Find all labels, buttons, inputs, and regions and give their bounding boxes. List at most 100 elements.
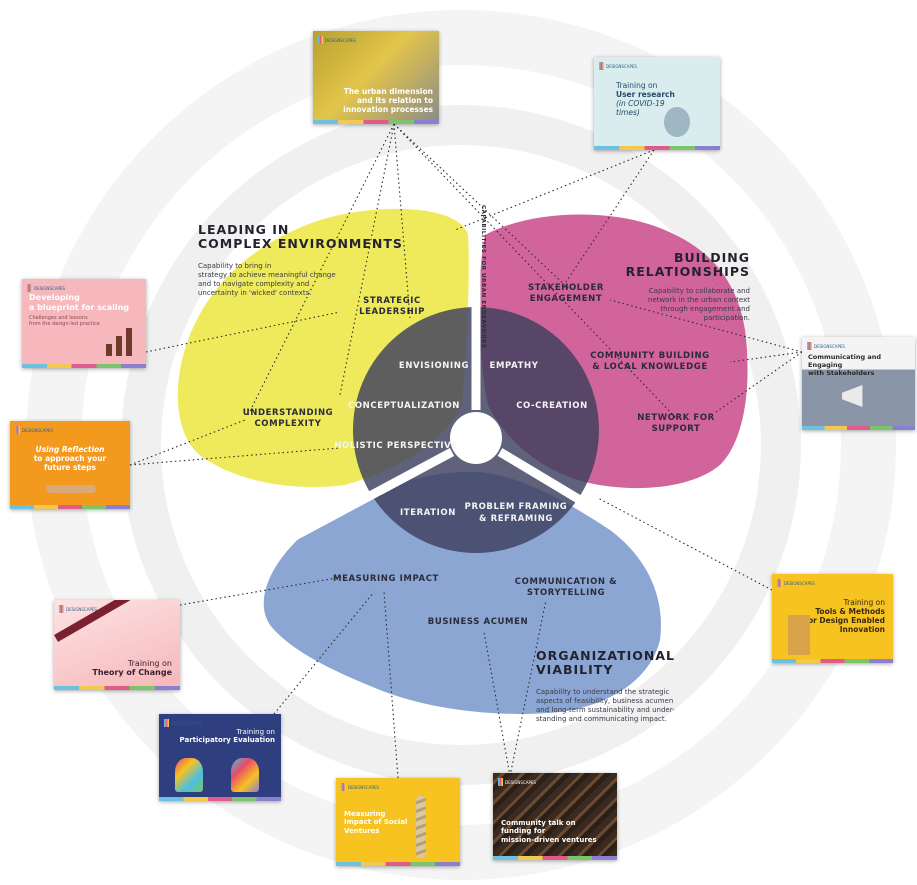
petal-viability-blue xyxy=(263,471,661,714)
relationships-cap-community-2: & LOCAL KNOWLEDGE xyxy=(592,362,707,372)
card-tools-methods[interactable]: DESIGNSCAPES Training on Tools & Methods… xyxy=(772,574,893,663)
card-logo: DESIGNSCAPES xyxy=(15,426,53,434)
leading-desc-2: strategy to achieve meaningful change xyxy=(198,271,336,279)
pointing-hand-icon xyxy=(46,485,96,493)
relationships-desc-4: participation. xyxy=(704,314,750,322)
leading-cap-complexity-1: UNDERSTANDING xyxy=(243,408,333,418)
core-conceptualization: CONCEPTUALIZATION xyxy=(348,401,460,411)
leading-desc-3: and to navigate complexity and xyxy=(198,280,309,288)
connector-participatory-measuring xyxy=(273,591,375,715)
leading-title-2: COMPLEX ENVIRONMENTS xyxy=(198,236,403,251)
connector-reflection-holistic xyxy=(129,447,341,466)
connector-theory-measuring xyxy=(179,576,343,606)
dna-helix-icon xyxy=(416,796,426,858)
leading-title-1: LEADING IN xyxy=(198,222,289,237)
relationships-title-2: RELATIONSHIPS xyxy=(626,264,750,279)
connector-stakeholders-community xyxy=(729,351,803,363)
viability-cap-communication-2: STORYTELLING xyxy=(527,588,605,598)
viability-desc-4: standing and communicating impact. xyxy=(536,715,667,723)
card-logo: DESIGNSCAPES xyxy=(807,342,845,350)
viability-cap-measuring: MEASURING IMPACT xyxy=(333,574,439,584)
card-logo: DESIGNSCAPES xyxy=(318,36,356,44)
relationships-desc-2: network in the urban context xyxy=(648,296,750,304)
viability-cap-communication-1: COMMUNICATION & xyxy=(515,577,617,587)
connector-urban-strategic xyxy=(393,123,411,319)
relationships-title-1: BUILDING xyxy=(674,250,750,265)
card-logo: DESIGNSCAPES xyxy=(498,778,536,786)
connector-blueprint-strategic xyxy=(145,311,341,353)
relationships-cap-community-1: COMMUNITY BUILDING xyxy=(590,351,710,361)
core-holistic: HOLISTIC PERSPECTIVE xyxy=(334,441,458,451)
viability-title-2: VIABILITY xyxy=(536,662,613,677)
connector-urban-network xyxy=(393,123,677,419)
core-iteration: ITERATION xyxy=(400,508,456,518)
relationships-desc-1: Capability to collaborate and xyxy=(649,287,750,295)
divider-right xyxy=(497,448,663,552)
connector-tools-framing xyxy=(597,497,773,591)
viability-desc-1: Capability to understand the strategic xyxy=(536,688,670,696)
painted-hand-icon xyxy=(231,758,259,792)
card-logo: DESIGNSCAPES xyxy=(164,719,202,727)
core-hub xyxy=(450,412,502,464)
viability-title-1: ORGANIZATIONAL xyxy=(536,648,675,663)
relationships-cap-stakeholder-1: STAKEHOLDER xyxy=(528,283,604,293)
connector-urban-stakeholder xyxy=(393,123,569,289)
vr-headset-icon xyxy=(664,107,690,137)
connector-community-business xyxy=(483,631,511,777)
leading-desc-1: Capability to bring in xyxy=(198,262,271,270)
viability-desc-3: and long-term sustainability and under- xyxy=(536,706,675,714)
card-logo: DESIGNSCAPES xyxy=(777,579,815,587)
wood-tool-icon xyxy=(788,615,810,655)
card-user-research[interactable]: DESIGNSCAPES Training on User research (… xyxy=(594,57,720,150)
card-logo: DESIGNSCAPES xyxy=(341,783,379,791)
relationships-cap-stakeholder-2: ENGAGEMENT xyxy=(530,294,602,304)
card-logo: DESIGNSCAPES xyxy=(27,284,65,292)
leading-desc-4: uncertainty in 'wicked' contexts. xyxy=(198,289,311,297)
connector-stakeholders-engagement xyxy=(609,299,803,353)
painted-hand-icon xyxy=(175,758,203,792)
core-envisioning: ENVISIONING xyxy=(399,361,469,371)
relationships-desc-3: through engagement and xyxy=(660,305,750,313)
growth-arrows-icon xyxy=(106,326,136,356)
viability-cap-business: BUSINESS ACUMEN xyxy=(428,617,529,627)
connector-urban-complexity xyxy=(339,123,395,396)
leading-cap-strategic-1: STRATEGIC xyxy=(363,296,421,306)
card-logo: DESIGNSCAPES xyxy=(599,62,637,70)
card-logo: DESIGNSCAPES xyxy=(59,605,97,613)
leading-cap-strategic-2: LEADERSHIP xyxy=(359,307,425,317)
relationships-cap-network-1: NETWORK FOR xyxy=(637,413,715,423)
connector-lines xyxy=(129,123,803,779)
relationships-cap-network-2: SUPPORT xyxy=(652,424,701,434)
vertical-label: CAPABILITIES FOR URBAN ENDEAVOURS xyxy=(480,205,486,348)
core-empathy: EMPATHY xyxy=(490,361,539,371)
viability-desc-2: aspects of feasibility, business acumen xyxy=(536,697,673,705)
megaphone-icon xyxy=(842,385,863,407)
leading-cap-complexity-2: COMPLEXITY xyxy=(254,419,321,429)
divider-left xyxy=(247,448,455,564)
card-user-research-title: Training on User research (in COVID-19 t… xyxy=(616,81,675,117)
connector-community-communication xyxy=(509,599,547,777)
core-framing-2: & REFRAMING xyxy=(479,514,553,524)
core-cocreation: CO-CREATION xyxy=(516,401,588,411)
core-framing-1: PROBLEM FRAMING xyxy=(465,502,568,512)
connector-urban-complexity-b xyxy=(247,123,395,416)
